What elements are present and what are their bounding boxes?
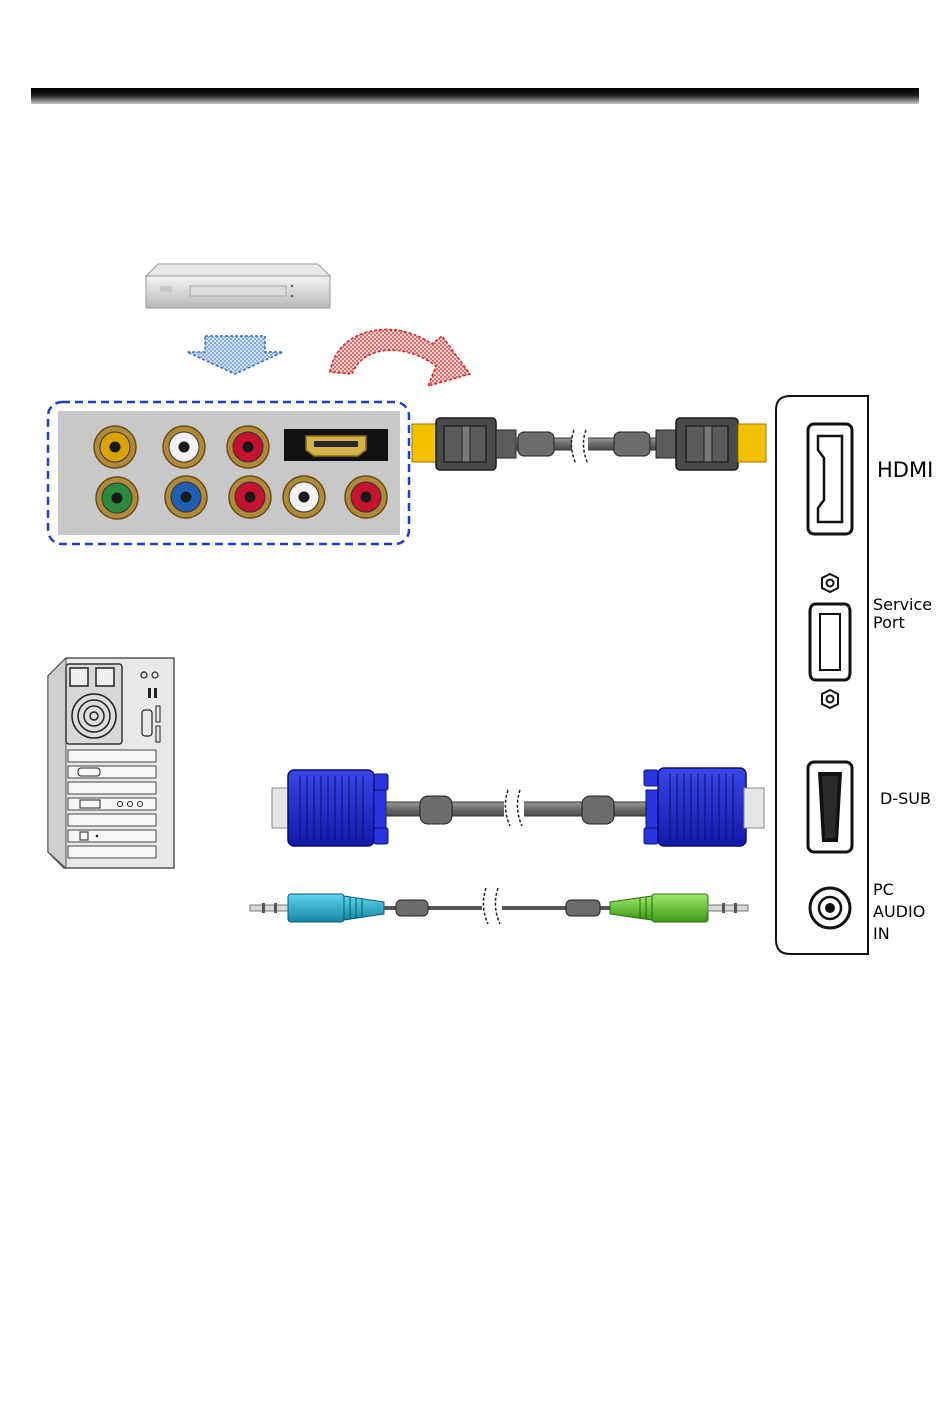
pc-audio-in-label: PC AUDIO IN (873, 879, 925, 945)
audio-cable (250, 888, 748, 926)
pc-audio-label-line2: AUDIO (873, 901, 925, 923)
vga-cable (272, 768, 764, 846)
hdmi-label: HDMI (877, 458, 933, 482)
rca-jack-green (96, 477, 138, 519)
curved-arrow-icon (330, 329, 470, 386)
dsub-input-port (808, 762, 852, 852)
service-port-label: Service Port (873, 596, 932, 633)
hdmi-output-port (284, 429, 388, 461)
hdmi-cable (412, 418, 766, 470)
rca-jack-white-2 (283, 476, 325, 518)
service-port-label-line1: Service (873, 596, 932, 614)
pc-audio-label-line3: IN (873, 923, 925, 945)
dsub-label: D-SUB (880, 790, 931, 808)
rca-jack-red (227, 426, 269, 468)
hdmi-input-port (808, 424, 852, 534)
rca-jack-white (163, 426, 205, 468)
dvd-player-icon (146, 264, 330, 308)
service-port-label-line2: Port (873, 614, 932, 632)
pc-audio-in-port (810, 888, 850, 928)
pc-audio-label-line1: PC (873, 879, 925, 901)
computer-tower-icon (48, 658, 174, 868)
rca-jack-yellow (94, 426, 136, 468)
rca-jack-red-3 (345, 476, 387, 518)
av-output-panel (48, 402, 409, 544)
rca-jack-red-2 (229, 476, 271, 518)
down-arrow-icon (187, 336, 283, 374)
rca-jack-blue (165, 476, 207, 518)
